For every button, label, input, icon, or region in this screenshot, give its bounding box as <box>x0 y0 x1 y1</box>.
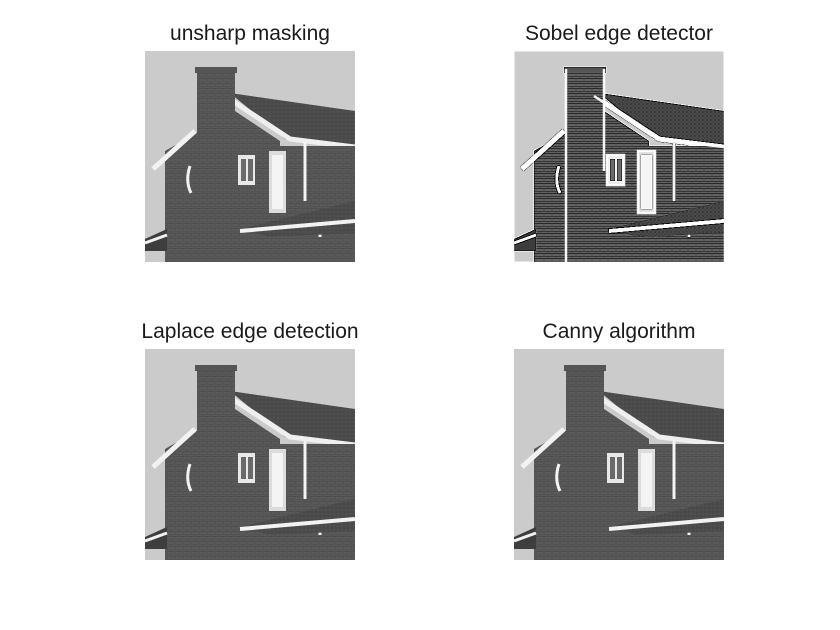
house-image-canny <box>514 349 724 560</box>
panel-unsharp-masking: unsharp masking <box>120 22 380 266</box>
house-image-laplace <box>145 349 355 560</box>
house-image-sobel <box>514 51 724 262</box>
panel-title: Sobel edge detector <box>525 22 713 45</box>
panel-sobel-edge-detector: Sobel edge detector <box>489 22 749 266</box>
panel-title: Canny algorithm <box>542 320 696 343</box>
house-image-unsharp <box>145 51 355 262</box>
panel-title: unsharp masking <box>170 22 330 45</box>
panel-canny-algorithm: Canny algorithm <box>489 320 749 564</box>
panel-title: Laplace edge detection <box>141 320 359 343</box>
panel-laplace-edge-detection: Laplace edge detection <box>120 320 380 564</box>
